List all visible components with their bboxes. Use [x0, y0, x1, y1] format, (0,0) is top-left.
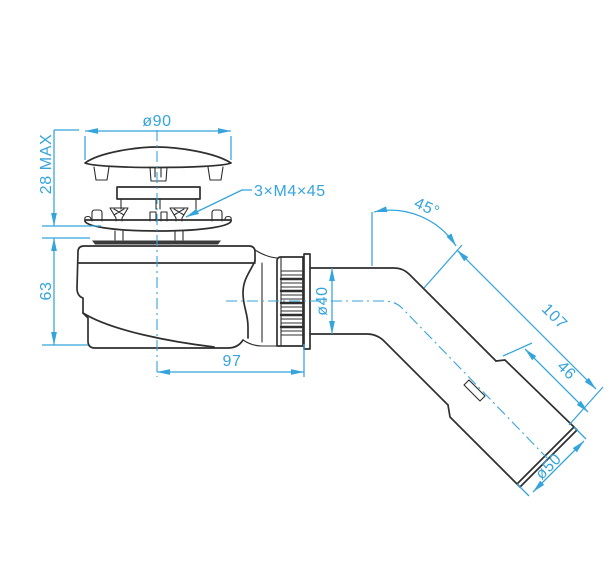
body-neck	[242, 260, 256, 339]
screw-right	[169, 207, 189, 222]
dim-ext-lines	[42, 129, 101, 227]
pipe-top-wall	[309, 267, 497, 362]
post-left	[91, 209, 103, 222]
dim-label-horizontal-length: 97	[223, 353, 242, 370]
trap-body	[76, 245, 278, 349]
dim-ext-lines	[42, 237, 90, 346]
coupling-bottom-wall	[447, 404, 518, 485]
dim-cap-height: 28 MAX	[38, 129, 101, 227]
dim-label-pipe-diameter: ø40	[314, 286, 331, 315]
post-rails	[120, 198, 197, 210]
dim-body-height: 63	[38, 237, 90, 346]
centerline-pipe-axis	[226, 300, 550, 461]
cap-leg-right	[207, 166, 224, 181]
dim-cap-diameter: ø90	[84, 113, 232, 160]
dim-line	[524, 348, 589, 413]
post-block	[116, 186, 201, 200]
dim-ext-lines	[502, 342, 533, 357]
post-right	[211, 209, 223, 222]
outlet-pipe	[309, 267, 497, 406]
pipe-bottom-wall	[309, 333, 449, 406]
flange	[84, 215, 232, 241]
collar	[242, 249, 278, 347]
locknut-ribs	[280, 270, 304, 336]
post-center-pair	[149, 211, 168, 222]
dim-label-cap-height: 28 MAX	[38, 134, 55, 195]
angle-arc	[373, 206, 457, 247]
dim-ext-lines	[516, 426, 587, 497]
locknut	[276, 253, 311, 350]
dim-line	[532, 440, 585, 493]
locknut-ribs-deep	[279, 277, 305, 329]
flange-lip-left	[84, 215, 92, 221]
dim-label-cap-diameter: ø90	[142, 113, 171, 130]
dim-pipe-diameter: ø40	[314, 268, 335, 334]
dim-ext-lines	[84, 136, 232, 160]
cap-leg-left	[93, 166, 110, 181]
locknut-washer	[303, 253, 311, 350]
cap	[84, 146, 232, 182]
screw-post-block	[116, 186, 201, 210]
flange-plate	[84, 219, 232, 232]
leader-line	[185, 189, 252, 218]
locknut-outline	[276, 256, 304, 347]
dim-horizontal-length: 97	[157, 344, 305, 377]
screws	[91, 207, 223, 222]
screw-left	[109, 207, 129, 222]
screw-tails	[114, 230, 184, 241]
cap-dome	[84, 146, 232, 169]
flange-lip-right	[224, 215, 232, 221]
dim-screw-callout: 3×M4×45	[185, 183, 326, 218]
dim-label-screw-spec: 3×M4×45	[254, 183, 326, 200]
cap-leg-center	[149, 166, 168, 182]
centerlines	[156, 130, 550, 461]
body-bottom-slope	[82, 312, 215, 348]
dim-label-body-height: 63	[38, 282, 55, 301]
